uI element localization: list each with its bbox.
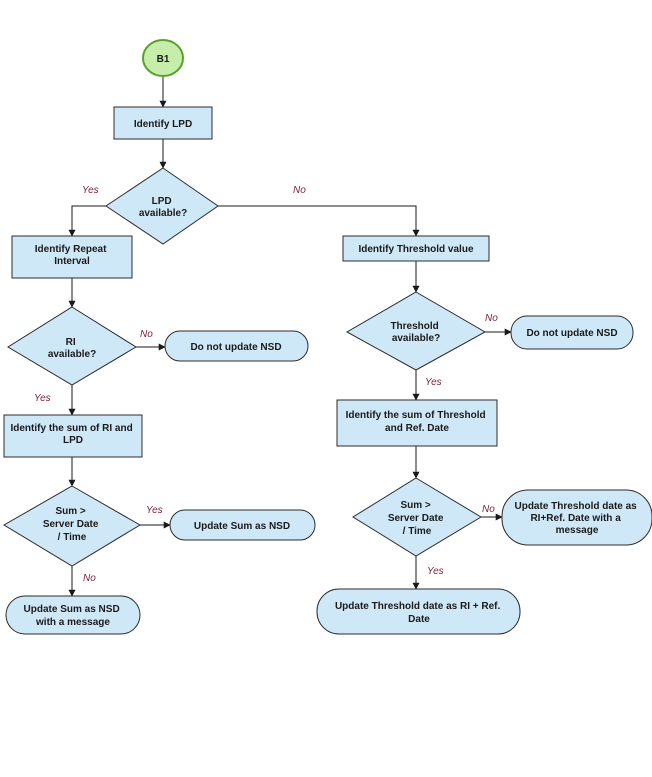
identify-lpd-label: Identify LPD <box>134 119 192 130</box>
node-labels: B1 Identify LPD LPD available? Identify … <box>10 54 639 628</box>
do-not-update-nsd-right-label: Do not update NSD <box>526 328 617 339</box>
sum-left-no-label: No <box>83 573 96 584</box>
edge-lpd-yes <box>68 205 106 237</box>
lpd-no-label: No <box>293 185 306 196</box>
sum-gt-server-date-left-diamond <box>3 485 141 567</box>
identify-repeat-interval-box <box>11 235 133 279</box>
update-threshold-with-message-terminal <box>501 489 652 546</box>
edge-lpd-no <box>218 205 420 237</box>
ri-yes-label: Yes <box>34 393 51 404</box>
edge-labels: Yes No No Yes Yes No No Yes No Yes <box>34 185 498 584</box>
lpd-yes-label: Yes <box>82 185 99 196</box>
start-node <box>142 39 184 77</box>
ri-available-diamond <box>7 306 137 386</box>
update-sum-as-nsd-with-message-terminal <box>5 595 141 635</box>
sum-left-yes-label: Yes <box>146 505 163 516</box>
update-sum-nsd-label: Update Sum as NSD <box>194 521 290 532</box>
sum-gt-right-label: Sum > Server Date / Time <box>388 500 446 537</box>
sum-right-yes-label: Yes <box>427 566 444 577</box>
threshold-no-label: No <box>485 313 498 324</box>
lpd-available-label: LPD available? <box>139 196 187 219</box>
start-label: B1 <box>157 54 170 65</box>
lpd-available-diamond <box>105 167 219 245</box>
do-not-update-nsd-left-terminal <box>164 330 309 362</box>
update-sum-as-nsd-terminal <box>169 509 316 541</box>
edges <box>68 76 512 597</box>
identify-threshold-label: Identify Threshold value <box>358 244 473 255</box>
threshold-available-diamond <box>345 291 487 371</box>
update-sum-nsd-msg-label: Update Sum as NSD with a message <box>24 604 123 628</box>
threshold-available-label: Threshold available? <box>390 321 441 344</box>
ri-available-label: RI available? <box>48 337 96 360</box>
sum-right-no-label: No <box>482 504 495 515</box>
update-threshold-terminal <box>316 588 521 635</box>
nodes <box>3 39 652 635</box>
identify-sum-threshold-box <box>336 399 498 447</box>
do-not-update-nsd-right-terminal <box>510 315 634 350</box>
identify-repeat-interval-label: Identify Repeat Interval <box>35 244 109 267</box>
identify-sum-ri-lpd-box <box>3 414 143 458</box>
sum-gt-left-label: Sum > Server Date / Time <box>43 506 101 543</box>
ri-no-label: No <box>140 329 153 340</box>
threshold-yes-label: Yes <box>425 377 442 388</box>
sum-gt-server-date-right-diamond <box>352 477 482 557</box>
identify-lpd-box <box>113 106 213 140</box>
update-threshold-msg-label: Update Threshold date as RI+Ref. Date wi… <box>514 501 639 536</box>
update-threshold-label: Update Threshold date as RI + Ref. Date <box>335 601 503 625</box>
do-not-update-nsd-left-label: Do not update NSD <box>190 342 281 353</box>
identify-threshold-box <box>342 235 490 262</box>
identify-sum-threshold-label: Identify the sum of Threshold and Ref. D… <box>346 410 489 434</box>
identify-sum-ri-lpd-label: Identify the sum of RI and LPD <box>10 423 135 446</box>
